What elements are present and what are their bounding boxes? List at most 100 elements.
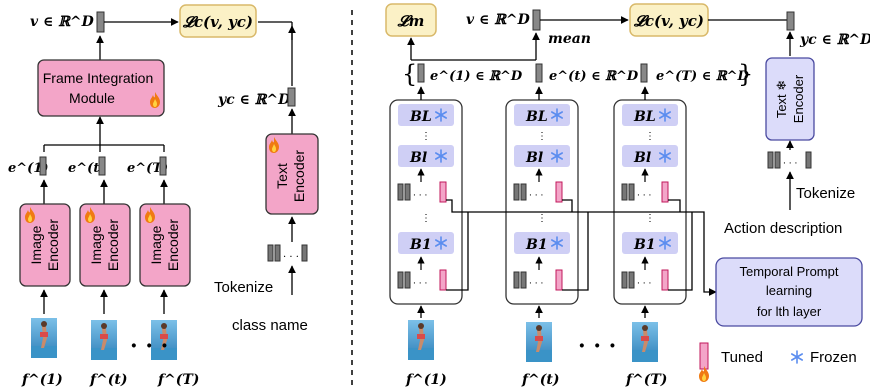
- left-text-encoder: Text Encoder: [265, 133, 319, 215]
- left-frame-t: f^(t): [89, 372, 127, 388]
- prompt-route-5: [562, 212, 589, 291]
- left-embed-token-1: [39, 156, 47, 176]
- left-yc-label: yc ∈ ℝ^D: [217, 92, 291, 108]
- right-frame-t: f^(t): [521, 372, 559, 388]
- svg-text:Image: Image: [148, 225, 164, 264]
- svg-text:⋮: ⋮: [645, 131, 655, 142]
- left-yc-token: [287, 87, 296, 107]
- svg-text:· · ·: · · ·: [529, 279, 543, 289]
- right-text-tokens: · · ·: [767, 151, 812, 169]
- frozen-encoder-column-T: BL ⋮ Bl · · · ⋮ B1 · · ·: [613, 86, 687, 318]
- svg-text:B1: B1: [525, 237, 548, 253]
- svg-text:BL: BL: [633, 109, 656, 125]
- left-loss-box: [179, 4, 257, 38]
- temporal-prompt-box: [715, 257, 863, 327]
- svg-text:⋮: ⋮: [537, 213, 547, 224]
- left-brace: {: [402, 60, 417, 88]
- temporal-prompt-line1: Temporal Prompt: [740, 264, 839, 279]
- right-brace: }: [738, 60, 753, 88]
- svg-text:Encoder: Encoder: [165, 219, 181, 271]
- left-dots: · · ·: [130, 333, 168, 359]
- left-frame-1: f^(1): [21, 372, 63, 388]
- svg-text:Encoder: Encoder: [105, 219, 121, 271]
- frozen-encoder-column-1: BL ⋮ Bl · · · ⋮ B1 · · ·: [389, 86, 463, 318]
- svg-text:Encoder: Encoder: [45, 219, 61, 271]
- left-embed-T: e^(T): [127, 161, 168, 176]
- left-frame-T: f^(T): [157, 372, 199, 388]
- image-frame-icon: [632, 322, 658, 362]
- right-loss-label: 𝓛c(v, yc): [633, 12, 704, 30]
- right-embed-1: e^(1) ∈ ℝ^D: [430, 69, 523, 84]
- action-description: Action description: [724, 220, 842, 237]
- legend-tuned: Tuned: [721, 349, 763, 366]
- lm-loss-label: 𝓛m: [397, 12, 425, 30]
- svg-text:· · ·: · · ·: [413, 279, 427, 289]
- left-tokenize: Tokenize: [214, 279, 273, 296]
- svg-text:Encoder: Encoder: [291, 150, 307, 202]
- svg-text:· · ·: · · ·: [283, 252, 299, 263]
- image-frame-icon: [91, 320, 117, 360]
- svg-text:BL: BL: [525, 109, 548, 125]
- left-loss-label: 𝓛c(v, yc): [182, 13, 253, 31]
- svg-text:⋮: ⋮: [645, 213, 655, 224]
- legend-tuned-swatch: [699, 342, 709, 370]
- frozen-encoder-column-t: BL ⋮ Bl · · · ⋮ B1 · · ·: [505, 86, 579, 318]
- svg-text:⋮: ⋮: [421, 213, 431, 224]
- svg-text:⋮: ⋮: [537, 131, 547, 142]
- prompt-route-6: [668, 212, 693, 291]
- image-encoder-t: Image Encoder: [79, 203, 131, 287]
- left-v-token: [96, 11, 105, 33]
- embed-token-T: [640, 63, 648, 83]
- embed-token-t: [535, 63, 543, 83]
- svg-text:B1: B1: [409, 237, 432, 253]
- right-frame-1: f^(1): [405, 372, 447, 388]
- left-embed-t: e^(t): [68, 161, 105, 176]
- svg-text:· · ·: · · ·: [413, 191, 427, 201]
- left-v-label: v ∈ ℝ^D: [30, 14, 95, 30]
- image-encoder-1: Image Encoder: [19, 203, 71, 287]
- left-class-name: class name: [232, 317, 308, 334]
- svg-text:Bl: Bl: [409, 150, 427, 166]
- temporal-prompt-line2: learning: [766, 283, 812, 298]
- right-v-label: v ∈ ℝ^D: [466, 12, 531, 28]
- prompt-route-3: [562, 199, 573, 212]
- svg-text:Encoder: Encoder: [791, 74, 806, 123]
- svg-text:Image: Image: [88, 225, 104, 264]
- embed-token-1: [417, 63, 425, 83]
- right-dots: · · ·: [578, 333, 616, 359]
- right-yc-token: [786, 11, 795, 31]
- svg-text:B1: B1: [633, 237, 656, 253]
- svg-text:Image: Image: [28, 225, 44, 264]
- right-text-encoder: Text ❄ Encoder: [765, 57, 815, 141]
- prompt-route: [446, 199, 717, 296]
- svg-text:Bl: Bl: [525, 150, 543, 166]
- left-embed-token-t: [98, 156, 106, 176]
- prompt-route-2: [446, 212, 469, 291]
- snowflake-icon: [790, 350, 804, 364]
- left-embed-1: e^(1): [8, 161, 49, 176]
- svg-text:Bl: Bl: [633, 150, 651, 166]
- lm-loss-box: [385, 3, 437, 37]
- right-yc-label: yc ∈ ℝ^D: [799, 32, 870, 48]
- image-frame-icon: [526, 322, 552, 362]
- svg-text:· · ·: · · ·: [637, 191, 651, 201]
- svg-text:· · ·: · · ·: [783, 159, 797, 169]
- mean-label: mean: [548, 31, 591, 47]
- frame-integration-line2: Module: [69, 90, 115, 106]
- left-embed-token-T: [159, 156, 167, 176]
- right-frame-T: f^(T): [625, 372, 667, 388]
- right-embed-t: e^(t) ∈ ℝ^D: [549, 69, 639, 84]
- svg-text:· · ·: · · ·: [529, 191, 543, 201]
- image-frame-icon: [31, 318, 57, 358]
- svg-text:⋮: ⋮: [421, 131, 431, 142]
- prompt-route-4: [668, 199, 681, 212]
- svg-text:· · ·: · · ·: [637, 279, 651, 289]
- left-text-tokens: · · ·: [267, 244, 308, 263]
- right-tokenize: Tokenize: [796, 185, 855, 202]
- image-encoder-T: Image Encoder: [139, 203, 191, 287]
- image-frame-icon: [408, 320, 434, 360]
- frame-integration-line1: Frame Integration: [43, 70, 154, 86]
- right-embed-T: e^(T) ∈ ℝ^D: [656, 69, 750, 84]
- svg-text:Text ❄: Text ❄: [774, 80, 789, 118]
- temporal-prompt-line3: for lth layer: [757, 304, 822, 319]
